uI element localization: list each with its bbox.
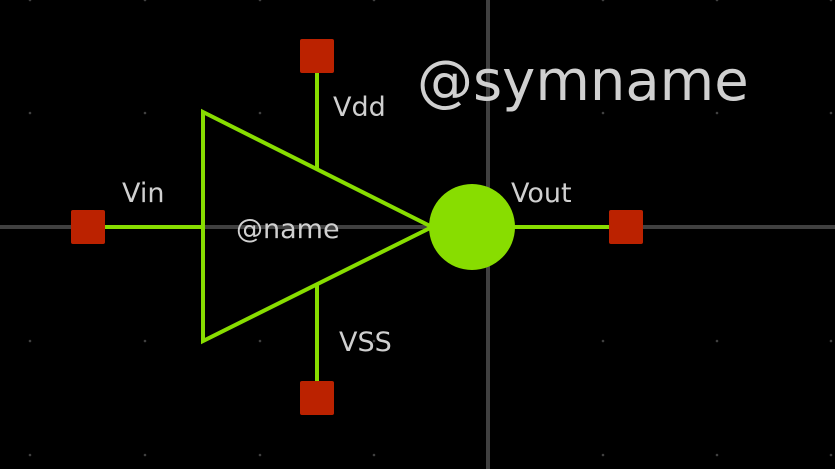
vin-pin[interactable] bbox=[71, 210, 105, 244]
grid-dot bbox=[601, 0, 605, 2]
symname-label: @symname bbox=[417, 49, 749, 114]
grid-dot bbox=[372, 111, 376, 115]
vdd-label: Vdd bbox=[333, 92, 386, 123]
grid-dot bbox=[715, 111, 719, 115]
grid-dot bbox=[143, 111, 147, 115]
grid-dot bbox=[258, 339, 262, 343]
grid-dot bbox=[715, 339, 719, 343]
grid-dot bbox=[258, 453, 262, 457]
vout-label: Vout bbox=[511, 178, 572, 209]
grid-dot bbox=[143, 339, 147, 343]
grid-dot bbox=[372, 339, 376, 343]
grid-dot bbox=[28, 111, 32, 115]
grid-dot bbox=[258, 111, 262, 115]
grid-dot bbox=[601, 111, 605, 115]
grid-dot bbox=[715, 0, 719, 2]
grid-dot bbox=[28, 0, 32, 2]
grid-dot bbox=[372, 453, 376, 457]
grid-dot bbox=[829, 0, 833, 2]
grid-dot bbox=[28, 339, 32, 343]
grid-dot bbox=[829, 111, 833, 115]
instance-name-label: @name bbox=[236, 214, 340, 245]
vss-label: VSS bbox=[339, 327, 392, 358]
grid-dot bbox=[258, 0, 262, 2]
grid-dot bbox=[601, 453, 605, 457]
grid-dot bbox=[829, 339, 833, 343]
grid-dot bbox=[829, 453, 833, 457]
buffer-triangle[interactable] bbox=[201, 108, 437, 345]
grid-dot bbox=[601, 339, 605, 343]
grid-dot bbox=[715, 453, 719, 457]
grid-dot bbox=[143, 453, 147, 457]
vout-pin[interactable] bbox=[609, 210, 643, 244]
vss-pin[interactable] bbox=[300, 381, 334, 415]
vin-label: Vin bbox=[122, 178, 165, 209]
grid-dot bbox=[143, 0, 147, 2]
grid-dot bbox=[28, 453, 32, 457]
output-bubble[interactable] bbox=[429, 184, 515, 270]
vdd-pin[interactable] bbox=[300, 39, 334, 73]
grid-dot bbox=[372, 0, 376, 2]
